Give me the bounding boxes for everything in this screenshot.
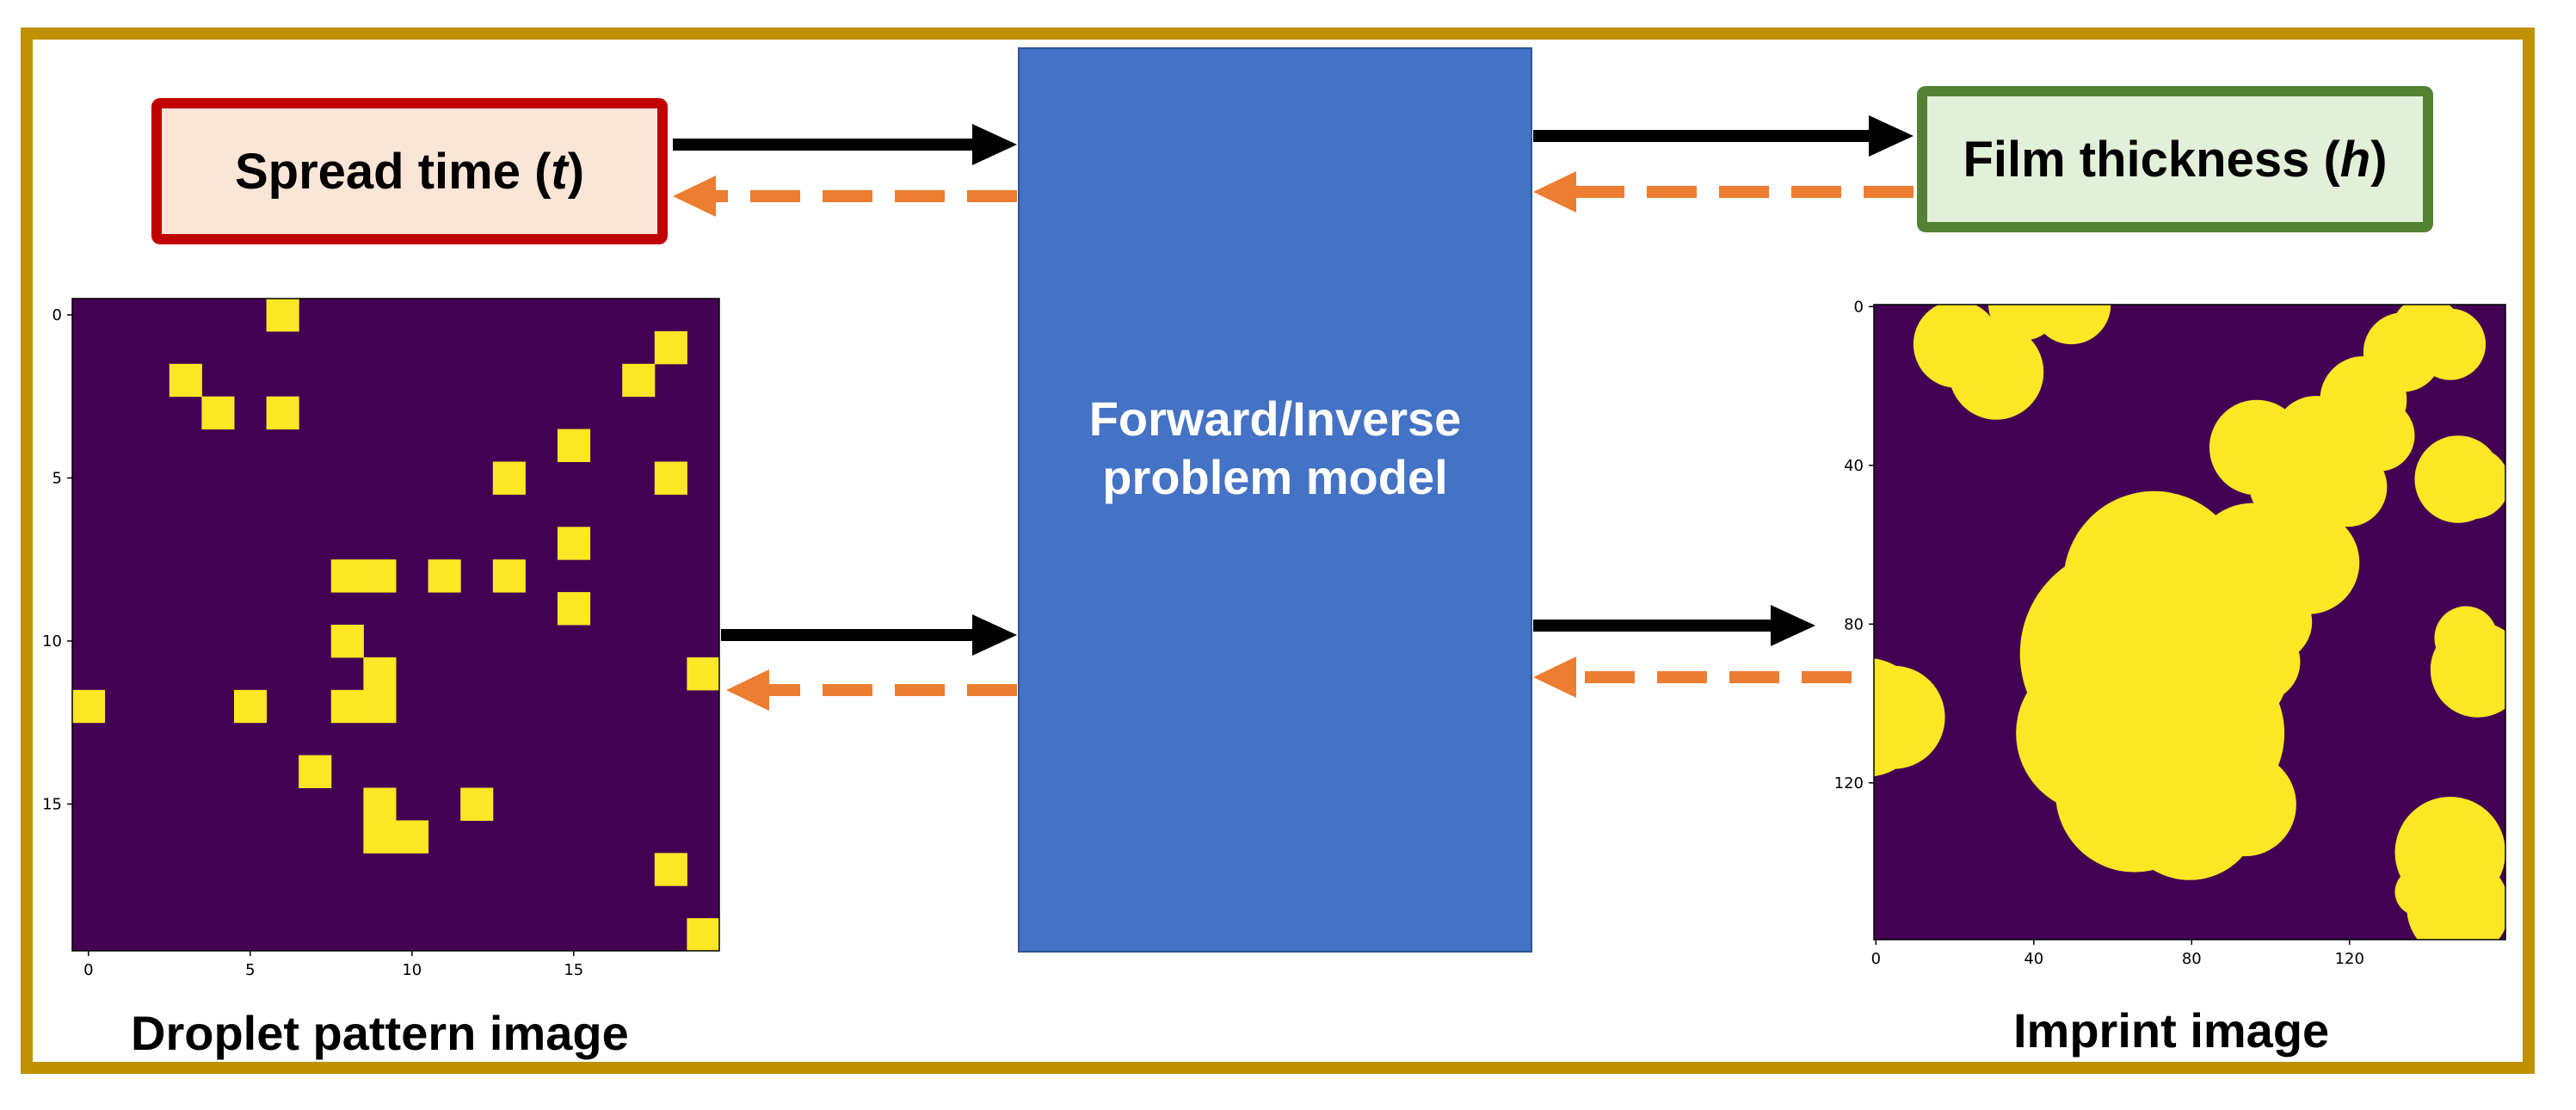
imprint-blob (2233, 582, 2313, 663)
droplet-cell (654, 461, 687, 495)
spread-time-close: ) (567, 143, 585, 200)
droplet-cell (558, 429, 591, 462)
droplet-cell (234, 689, 268, 724)
droplet-cell (266, 299, 299, 332)
imprint-blobs (1874, 305, 2505, 940)
model-to-droplet-arrow-head (726, 669, 769, 711)
imprint-blob (2031, 305, 2111, 345)
model-to-film-arrow-head (1869, 115, 1914, 157)
droplet-pattern-caption: Droplet pattern image (131, 1006, 629, 1060)
forward-inverse-model-box: Forward/Inverse problem model (1018, 47, 1532, 953)
droplet-cell (492, 559, 526, 593)
droplet-cell (396, 820, 429, 854)
droplet-cell (363, 787, 397, 821)
droplet-y-tick-label: 10 (42, 632, 62, 651)
spread-time-variable: t (551, 143, 568, 200)
droplet-plot-border (71, 298, 720, 952)
imprint-x-tick-label: 40 (2024, 950, 2043, 968)
film-to-model-arrow-head (1533, 171, 1576, 213)
droplet-cell (363, 559, 397, 593)
droplet-cell (492, 461, 526, 495)
droplet-y-tick-label: 0 (52, 306, 62, 324)
imprint-blob (2394, 867, 2443, 916)
imprint-plot-border (1873, 304, 2506, 940)
droplet-cell (654, 330, 687, 365)
imprint-blob (2434, 606, 2498, 670)
imprint-y-tick-label: 120 (1834, 774, 1864, 792)
droplet-cell (687, 918, 720, 952)
droplet-cell (363, 689, 397, 724)
droplet-y-tick-label: 5 (52, 469, 62, 487)
droplet-cell (687, 657, 720, 691)
film-thickness-box: Film thickness (h) (1917, 86, 2433, 232)
imprint-y-tick-label: 80 (1844, 615, 1864, 633)
imprint-x-tick-label: 120 (2335, 950, 2364, 968)
droplet-cell (363, 657, 397, 691)
droplet-cell (558, 527, 591, 560)
imprint-image-caption: Imprint image (2013, 1003, 2330, 1058)
droplet-x-tick-label: 10 (402, 961, 422, 979)
imprint-blob (1874, 658, 1926, 777)
imprint-to-model-arrow-head (1533, 657, 1576, 698)
model-label-line-2: problem model (1102, 450, 1448, 504)
droplet-x-tick-label: 5 (245, 961, 255, 979)
imprint-y-tick-label: 40 (1844, 457, 1864, 475)
spread-time-label: Spread time ( (234, 143, 552, 200)
film-thickness-label: Film thickness ( (1963, 131, 2340, 188)
droplet-cell (266, 396, 299, 430)
film-thickness-close: ) (2370, 131, 2388, 188)
model-to-spread-arrow-head (673, 176, 716, 217)
imprint-plot: 0 40 80 120 0 40 80 120 (1834, 298, 2506, 968)
droplet-cell (299, 755, 332, 788)
spread-time-box: Spread time (t) (151, 98, 668, 244)
model-to-imprint-arrow-head (1771, 605, 1815, 646)
imprint-x-tick-label: 80 (2182, 950, 2202, 968)
droplet-cell (169, 363, 202, 398)
droplet-cell (558, 592, 591, 626)
droplet-cell (622, 363, 656, 398)
imprint-x-tick-label: 0 (1871, 950, 1881, 968)
droplet-cell (201, 396, 235, 430)
film-thickness-variable: h (2339, 131, 2371, 188)
droplet-y-tick-label: 15 (42, 795, 62, 813)
arrows (673, 115, 1914, 711)
droplet-cell (363, 820, 397, 854)
droplet-x-tick-label: 0 (83, 961, 93, 979)
imprint-blob (1949, 324, 2044, 420)
droplet-cell (72, 689, 106, 724)
droplet-x-tick-label: 15 (564, 961, 583, 979)
droplet-cell (330, 559, 364, 593)
droplet-cell (330, 625, 364, 658)
droplet-cell (654, 853, 687, 886)
spread-to-model-arrow-head (972, 124, 1017, 165)
droplet-to-model-arrow-head (972, 614, 1017, 656)
droplet-cell (428, 559, 461, 593)
imprint-y-tick-label: 0 (1854, 298, 1864, 316)
imprint-blob (2438, 447, 2505, 520)
imprint-blob (2414, 308, 2487, 380)
droplet-cell (460, 787, 494, 821)
imprint-blob (2308, 447, 2388, 527)
droplet-pattern-plot: 0 5 10 15 0 5 10 15 (42, 298, 720, 979)
model-label-line-1: Forward/Inverse (1088, 391, 1462, 446)
droplet-cell (330, 689, 364, 724)
